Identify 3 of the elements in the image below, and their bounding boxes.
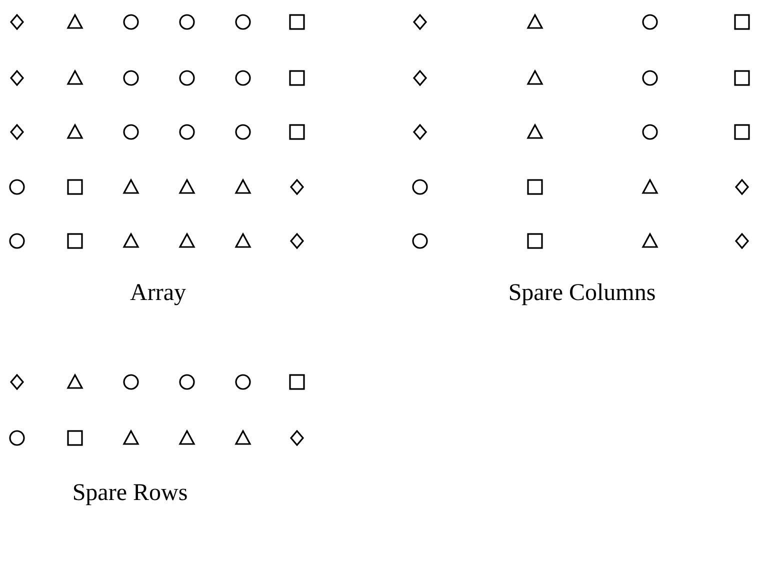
panel-caption: Array (130, 280, 186, 307)
panel-caption: Spare Rows (72, 480, 188, 507)
panel-caption: Spare Columns (508, 280, 656, 307)
